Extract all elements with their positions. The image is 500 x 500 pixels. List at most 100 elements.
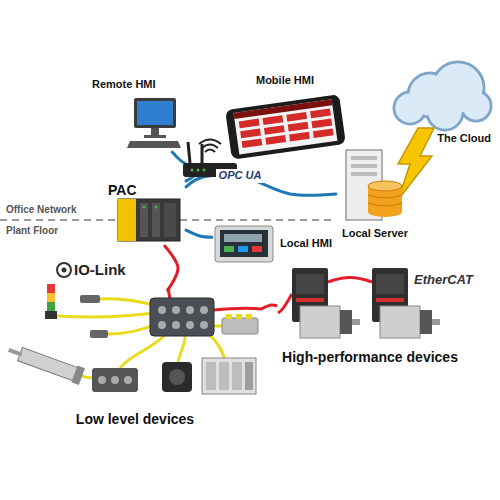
hmi-panel (215, 226, 273, 262)
ethercat-cable (214, 308, 262, 310)
yellow-cable (57, 312, 160, 317)
network-cable (262, 305, 276, 309)
stack-light (45, 284, 57, 319)
terminal-module (222, 318, 258, 334)
phone-icon (264, 125, 285, 135)
sensor-icon (80, 295, 100, 303)
pac-controller (143, 206, 146, 209)
servo-drive (296, 274, 324, 294)
ethercat-cable (328, 278, 372, 283)
yellow-cable (100, 299, 158, 306)
hmi-panel (215, 226, 273, 262)
hmi-panel (224, 234, 262, 242)
computer-icon (151, 128, 159, 135)
server-icon (351, 164, 377, 168)
hmi-panel (252, 246, 262, 252)
yellow-cable (178, 336, 185, 362)
servo-drive (296, 298, 324, 302)
stack-light (47, 284, 55, 293)
computer-icon (134, 98, 176, 128)
io-hub (92, 368, 138, 392)
servo-motor (420, 310, 432, 334)
pac-controller (118, 199, 136, 241)
servo-motor (300, 306, 340, 338)
io-link-master (150, 298, 214, 336)
pneumatic-cylinder (18, 347, 79, 381)
pac-controller (155, 206, 158, 209)
device-group: Low level devices (8, 290, 262, 430)
servo-motor (432, 319, 440, 325)
protocol-label: OPC UA (216, 169, 265, 182)
stack-light (47, 293, 55, 302)
io-link-master (172, 306, 180, 314)
device-label: Mobile HMI (220, 72, 350, 164)
terminal-module (246, 314, 252, 319)
phone-icon (265, 135, 286, 145)
io-link-master (186, 306, 194, 314)
io-hub (98, 376, 106, 384)
valve-bank (206, 362, 216, 390)
lightning-bolt (398, 128, 434, 200)
controller-node: PAC (104, 180, 186, 246)
pneumatic-cylinder (71, 365, 85, 385)
valve-bank (202, 358, 256, 394)
io-link-master (200, 306, 208, 314)
phone-icon (289, 132, 310, 142)
device-label: Remote HMI (88, 76, 182, 152)
pneumatic-cylinder (8, 348, 23, 357)
io-hub (92, 368, 138, 392)
phone-icon (311, 118, 332, 128)
phone-icon (225, 94, 346, 160)
pac-controller (118, 199, 180, 241)
phone-icon (240, 128, 261, 138)
router-icon (197, 169, 200, 172)
io-link-master (172, 321, 180, 329)
pac-controller (140, 203, 148, 237)
router-icon (188, 142, 190, 163)
sensor-icon (90, 330, 108, 338)
phone-icon (234, 99, 338, 154)
phone-icon (242, 138, 263, 148)
node-label: Local HMI (280, 237, 332, 250)
cloud-node: The Cloud (385, 55, 495, 147)
server-node: Local Server (336, 146, 414, 242)
hmi-node: Local HMI (212, 222, 336, 266)
node-label: High-performance devices (282, 349, 458, 366)
server-icon (368, 207, 402, 217)
stack-light (45, 311, 57, 319)
valve-bank (245, 362, 253, 390)
servo-drive (376, 274, 404, 294)
node-label: Local Server (342, 227, 408, 240)
io-hub (111, 376, 119, 384)
terminal-module (226, 314, 232, 319)
servo-drive (376, 298, 404, 302)
pac-controller (118, 199, 180, 241)
computer-icon (127, 141, 181, 148)
computer-icon (137, 101, 173, 125)
server-icon (368, 181, 402, 191)
phone-icon (234, 99, 333, 119)
phone-icon (286, 112, 307, 122)
server-icon (351, 172, 377, 176)
phone-icon (310, 109, 331, 119)
cloud-icon (396, 64, 490, 129)
computer-icon (144, 135, 166, 138)
valve-bank (232, 362, 242, 390)
cloud-icon (394, 62, 491, 130)
valve-bank (202, 358, 256, 394)
io-link-master (158, 321, 166, 329)
valve-bank (219, 362, 229, 390)
sensor-icon (80, 295, 108, 338)
servo-motor (380, 306, 420, 338)
stack-light (47, 302, 55, 311)
servo-motor (340, 310, 352, 334)
servo-motor (352, 319, 360, 325)
io-link-master (186, 321, 194, 329)
cloud-icon (429, 96, 462, 129)
io-link-master (200, 321, 208, 329)
wifi-symbol (205, 150, 215, 153)
network-cable (186, 230, 212, 237)
